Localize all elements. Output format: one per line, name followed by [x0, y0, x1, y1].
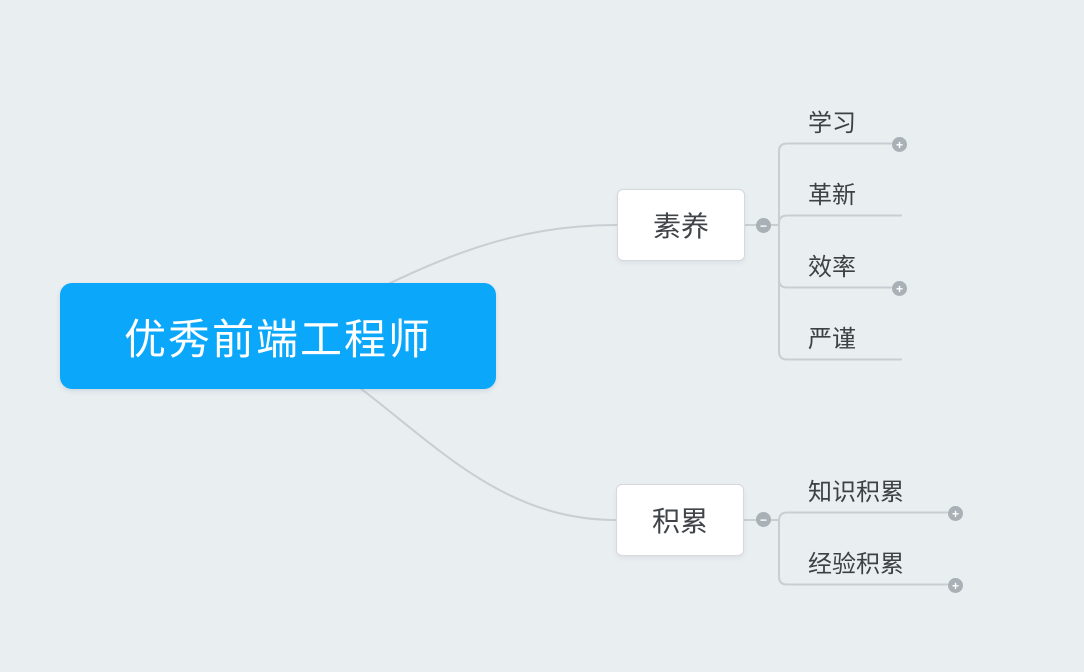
- underline-leaf-zhishi: [778, 511, 948, 522]
- underline-leaf-xuexi: [778, 142, 892, 153]
- node-gexin-label: 革新: [808, 182, 856, 209]
- collapse-button-jilei[interactable]: −: [756, 512, 771, 527]
- expand-button-xiaolv[interactable]: +: [892, 281, 907, 296]
- expand-button-xuexi[interactable]: +: [892, 137, 907, 152]
- node-suyang[interactable]: 素养: [617, 189, 745, 261]
- node-gexin[interactable]: 革新: [808, 175, 856, 210]
- expand-button-jingyan-jilei[interactable]: +: [948, 578, 963, 593]
- node-yanjin-label: 严谨: [808, 326, 856, 353]
- underline-leaf-gexin: [778, 214, 902, 225]
- expand-button-zhishi-jilei[interactable]: +: [948, 506, 963, 521]
- underline-leaf-yanjin: [778, 350, 902, 361]
- node-jingyan-jilei[interactable]: 经验积累: [808, 544, 904, 579]
- underline-leaf-xiaolv: [778, 278, 892, 289]
- node-xuexi[interactable]: 学习: [808, 103, 856, 138]
- underline-leaf-jingyan: [778, 575, 948, 586]
- node-zhishi-jilei-label: 知识积累: [808, 479, 904, 506]
- node-zhishi-jilei[interactable]: 知识积累: [808, 472, 904, 507]
- node-jingyan-jilei-label: 经验积累: [808, 551, 904, 578]
- node-xiaolv-label: 效率: [808, 254, 856, 281]
- node-jilei[interactable]: 积累: [616, 484, 744, 556]
- node-xuexi-label: 学习: [808, 110, 856, 137]
- collapse-button-suyang[interactable]: −: [756, 218, 771, 233]
- node-jilei-label: 积累: [651, 506, 708, 537]
- node-suyang-label: 素养: [652, 211, 709, 242]
- root-node-label: 优秀前端工程师: [123, 315, 432, 363]
- node-yanjin[interactable]: 严谨: [808, 319, 856, 354]
- root-node[interactable]: 优秀前端工程师: [60, 283, 496, 389]
- node-xiaolv[interactable]: 效率: [808, 247, 856, 282]
